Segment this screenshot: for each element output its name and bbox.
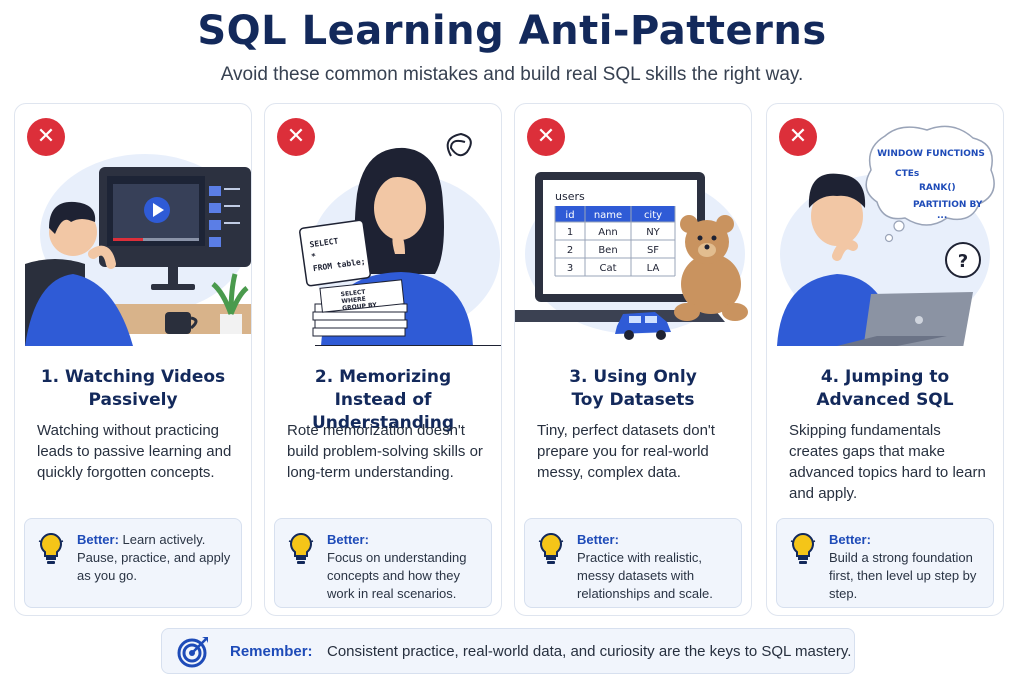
error-x-icon: ✕ — [527, 118, 565, 156]
table-name: users — [555, 190, 585, 203]
person-confused-laptop-icon: WINDOW FUNCTIONS CTEs RANK() PARTITION B… — [767, 104, 1003, 346]
card-title-line2: Instead of Understanding — [311, 390, 455, 433]
card-title-line2: Passively — [88, 390, 178, 410]
card-memorizing: SELECT * FROM table; SELECT WHERE GROUP … — [264, 103, 502, 616]
thought-line: CTEs — [895, 169, 919, 179]
better-text: Better: Build a strong foundation first, … — [829, 531, 989, 603]
error-x-icon: ✕ — [27, 118, 65, 156]
thought-line: ... — [937, 211, 947, 221]
lightbulb-icon — [790, 532, 816, 564]
svg-text:WHERE: WHERE — [341, 296, 366, 306]
better-text: Better: Learn actively. Pause, practice,… — [77, 531, 237, 585]
card-jumping-advanced: WINDOW FUNCTIONS CTEs RANK() PARTITION B… — [766, 103, 1004, 616]
lightbulb-icon — [288, 532, 314, 564]
error-x-icon: ✕ — [779, 118, 817, 156]
card-description: Tiny, perfect datasets don't prepare you… — [537, 422, 715, 481]
card-title-line1: 2. Memorizing — [314, 367, 452, 387]
table-cell: LA — [647, 263, 660, 274]
better-body: Focus on understanding concepts and how … — [327, 550, 467, 601]
table-cell: NY — [646, 227, 660, 238]
card-title-line2: Toy Datasets — [571, 390, 695, 410]
svg-text:SELECT: SELECT — [340, 289, 366, 299]
card-title: 4. Jumping to Advanced SQL — [767, 366, 1003, 412]
table-header: id — [565, 210, 574, 221]
remember-text: Consistent practice, real-world data, an… — [327, 643, 852, 660]
table-cell: 2 — [567, 245, 573, 256]
better-tip: Better: Practice with realistic, messy da… — [524, 518, 742, 608]
card-watching-videos: ✕ 1. Watching Videos Passively Watching … — [14, 103, 252, 616]
table-cell: SF — [647, 245, 659, 256]
page-subtitle: Avoid these common mistakes and build re… — [220, 64, 804, 85]
person-watching-video-icon — [15, 104, 251, 346]
better-body: Build a strong foundation first, then le… — [829, 550, 977, 601]
card-title-line1: 4. Jumping to — [820, 367, 950, 387]
better-text: Better: Focus on understanding concepts a… — [327, 531, 487, 603]
better-body: Learn actively. Pause, practice, and app… — [77, 532, 231, 583]
page-title: SQL Learning Anti-Patterns — [197, 8, 827, 54]
card-title: 3. Using Only Toy Datasets — [515, 366, 751, 412]
laptop-toy-dataset-icon: users id name city 1 Ann NY 2 Ben SF 3 C… — [515, 104, 751, 346]
better-label: Better: — [77, 532, 119, 547]
target-icon — [177, 637, 208, 668]
better-label: Better: — [829, 532, 871, 547]
table-cell: 1 — [567, 227, 573, 238]
svg-text:*: * — [311, 252, 317, 262]
remember-banner: Remember: Consistent practice, real-worl… — [161, 628, 855, 674]
table-cell: Cat — [599, 263, 616, 274]
better-tip: Better: Learn actively. Pause, practice,… — [24, 518, 242, 608]
table-header: city — [644, 210, 662, 221]
lightbulb-icon — [538, 532, 564, 564]
person-memorizing-icon: SELECT * FROM table; SELECT WHERE GROUP … — [265, 104, 501, 346]
card-title: 1. Watching Videos Passively — [15, 366, 251, 412]
better-label: Better: — [327, 532, 369, 547]
remember-label: Remember: — [230, 643, 313, 660]
thought-line: WINDOW FUNCTIONS — [877, 149, 985, 159]
svg-text:SELECT: SELECT — [309, 236, 339, 249]
card-description: Rote memorization doesn't build problem-… — [287, 422, 483, 481]
table-cell: Ben — [598, 245, 617, 256]
error-x-icon: ✕ — [277, 118, 315, 156]
card-title-line1: 1. Watching Videos — [40, 367, 226, 387]
lightbulb-icon — [38, 532, 64, 564]
better-tip: Better: Build a strong foundation first, … — [776, 518, 994, 608]
card-toy-datasets: users id name city 1 Ann NY 2 Ben SF 3 C… — [514, 103, 752, 616]
thought-line: RANK() — [919, 183, 956, 193]
better-tip: Better: Focus on understanding concepts a… — [274, 518, 492, 608]
card-description: Watching without practicing leads to pas… — [37, 422, 232, 481]
better-body: Practice with realistic, messy datasets … — [577, 550, 713, 601]
card-title-line2: Advanced SQL — [816, 390, 954, 410]
table-header: name — [594, 210, 622, 221]
table-cell: Ann — [598, 227, 618, 238]
card-title: 2. Memorizing Instead of Understanding — [265, 366, 501, 435]
better-label: Better: — [577, 532, 619, 547]
card-description: Skipping fundamentals creates gaps that … — [789, 422, 986, 502]
card-title-line1: 3. Using Only — [569, 367, 697, 387]
question-mark-icon: ? — [958, 251, 968, 272]
better-text: Better: Practice with realistic, messy da… — [577, 531, 737, 603]
svg-text:GROUP BY: GROUP BY — [342, 301, 378, 312]
table-cell: 3 — [567, 263, 573, 274]
thought-line: PARTITION BY — [913, 200, 983, 210]
